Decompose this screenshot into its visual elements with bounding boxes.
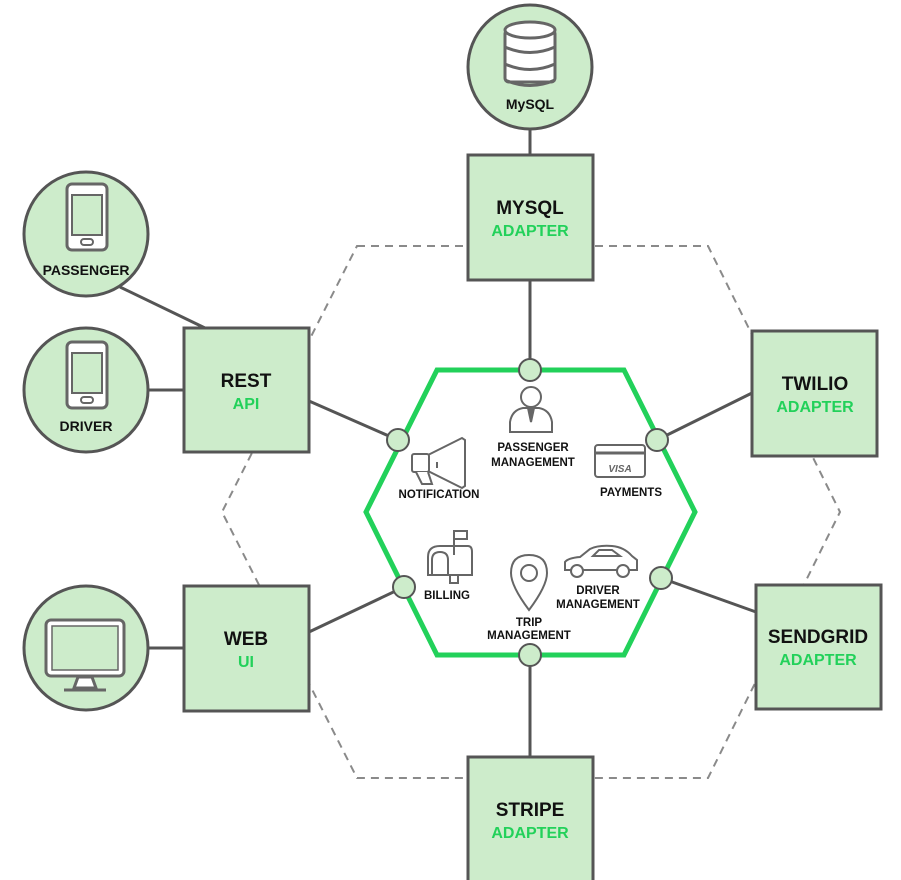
service-driver-management-line2: MANAGEMENT: [556, 599, 640, 611]
service-driver-management: DRIVER MANAGEMENT: [556, 544, 640, 611]
connector-twilio-core: [656, 391, 753, 442]
port-lower-left: [392, 575, 416, 599]
service-trip-management: TRIP MANAGEMENT: [487, 553, 571, 642]
adapter-twilio-title: TWILIO: [782, 374, 848, 395]
mailbox-icon: [427, 530, 473, 584]
service-payments: VISA PAYMENTS: [594, 444, 662, 499]
megaphone-icon: [411, 436, 466, 490]
adapter-rest: REST API: [182, 326, 311, 454]
passenger-label: PASSENGER: [43, 262, 130, 278]
port-upper-left: [386, 428, 410, 452]
web-client-node: [22, 584, 150, 712]
service-driver-management-line1: DRIVER: [576, 585, 620, 597]
adapter-twilio-subtitle: ADAPTER: [776, 399, 854, 416]
adapter-stripe: STRIPE ADAPTER: [466, 755, 595, 880]
service-trip-management-line1: TRIP: [516, 617, 543, 629]
adapter-mysql-subtitle: ADAPTER: [491, 223, 569, 240]
connector-passenger-rest: [119, 285, 206, 330]
service-passenger-management-line2: MANAGEMENT: [491, 457, 575, 469]
adapter-sendgrid-subtitle: ADAPTER: [779, 652, 857, 669]
phone-icon: [65, 182, 109, 252]
outer-dashed-hexagon: [220, 245, 842, 779]
car-icon: [564, 544, 638, 578]
adapter-rest-title: REST: [221, 371, 272, 392]
driver-node: DRIVER: [22, 326, 150, 454]
adapter-rest-subtitle: API: [233, 396, 260, 413]
adapter-twilio: TWILIO ADAPTER: [750, 329, 879, 458]
service-notification-label: NOTIFICATION: [399, 489, 480, 501]
service-passenger-management: PASSENGER MANAGEMENT: [491, 386, 575, 469]
core-hexagon: [363, 367, 698, 658]
adapter-mysql: MYSQL ADAPTER: [466, 153, 595, 282]
ports: [386, 358, 673, 667]
mysql-database-label: MySQL: [506, 96, 555, 112]
service-notification: NOTIFICATION: [399, 436, 480, 501]
adapter-web: WEB UI: [182, 584, 311, 713]
map-pin-icon: [509, 553, 549, 612]
adapter-stripe-subtitle: ADAPTER: [491, 825, 569, 842]
adapter-web-title: WEB: [224, 629, 268, 650]
service-trip-management-line2: MANAGEMENT: [487, 630, 571, 642]
port-upper-right: [645, 428, 669, 452]
port-lower-right: [649, 566, 673, 590]
monitor-icon: [44, 618, 126, 692]
service-payments-label: PAYMENTS: [600, 487, 662, 499]
credit-card-icon: VISA: [594, 444, 646, 478]
port-bottom: [518, 643, 542, 667]
port-top: [518, 358, 542, 382]
adapter-sendgrid: SENDGRID ADAPTER: [754, 583, 883, 711]
adapter-sendgrid-title: SENDGRID: [768, 627, 868, 648]
connector-sendgrid-core: [660, 576, 757, 614]
database-icon: [503, 20, 557, 87]
adapter-web-subtitle: UI: [238, 654, 254, 671]
phone-icon: [65, 340, 109, 410]
passenger-node: PASSENGER: [22, 170, 150, 298]
credit-card-brand: VISA: [608, 464, 631, 475]
connector-web-core: [308, 585, 405, 634]
service-billing: BILLING: [424, 530, 473, 602]
connector-rest-core: [308, 399, 399, 442]
service-passenger-management-line1: PASSENGER: [497, 442, 569, 454]
connectors: [119, 130, 757, 757]
service-billing-label: BILLING: [424, 590, 470, 602]
mysql-database-node: MySQL: [466, 3, 594, 131]
driver-label: DRIVER: [60, 418, 113, 434]
adapter-stripe-title: STRIPE: [496, 800, 565, 821]
adapter-mysql-title: MYSQL: [496, 198, 564, 219]
person-icon: [509, 386, 553, 433]
